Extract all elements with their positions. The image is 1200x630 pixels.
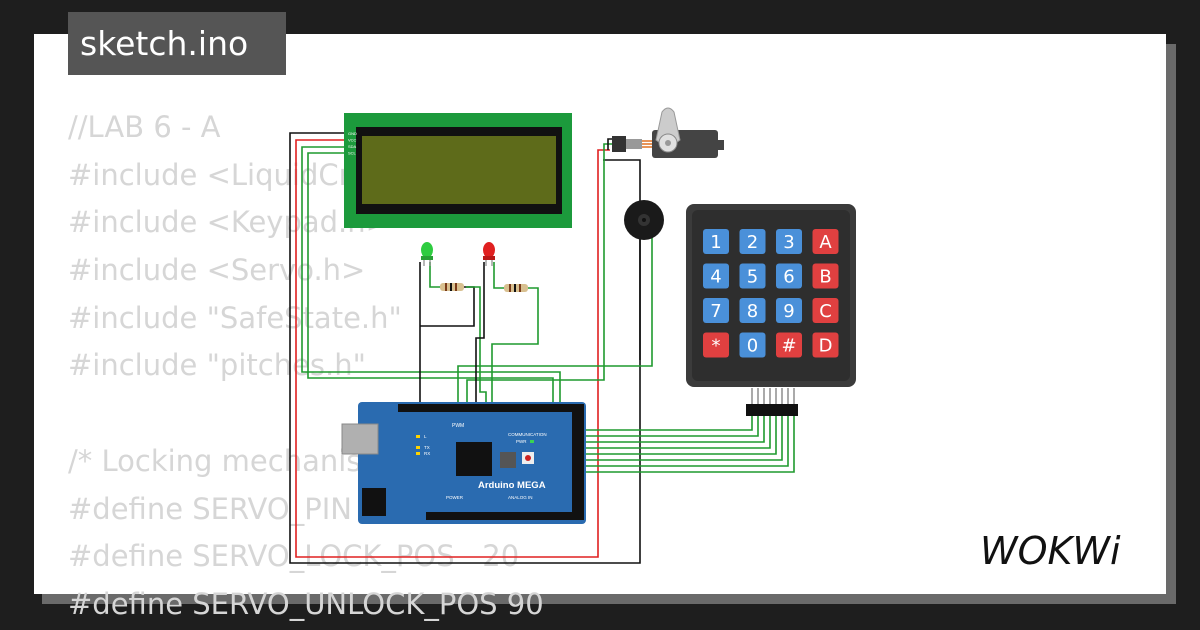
lcd-pin-scl: SCL (348, 151, 357, 156)
keypad-key-B[interactable]: B (812, 263, 839, 289)
wire-lcd-gnd (289, 132, 641, 564)
arduino-name-label: Arduino MEGA (478, 480, 546, 491)
svg-text:A: A (819, 232, 832, 253)
wire-lcd-vcc (295, 139, 610, 558)
keypad-4x4[interactable]: 1 2 3 A 4 5 6 B 7 8 9 C * 0 # D (686, 204, 856, 416)
led-tx-label: TX (424, 445, 430, 450)
wire-keypad-7 (586, 416, 789, 467)
svg-text:9: 9 (783, 301, 794, 322)
keypad-key-7[interactable]: 7 (703, 298, 729, 323)
wire-keypad-3 (586, 416, 765, 443)
svg-text:#: # (781, 336, 796, 357)
wire-keypad-6 (586, 416, 783, 461)
code-line: #define SERVO_PIN 6 (68, 491, 380, 526)
resistor-2[interactable] (504, 284, 528, 292)
code-line: #include <Servo.h> (68, 253, 366, 288)
analog-in-label: ANALOG IN (508, 495, 533, 500)
code-line: #define SERVO_LOCK_POS 20 (68, 539, 520, 574)
svg-text:3: 3 (783, 232, 794, 253)
wire-servo-gnd (607, 138, 612, 150)
keypad-key-4[interactable]: 4 (703, 263, 729, 289)
led-rx-label: RX (424, 451, 430, 456)
code-line: #define SERVO_UNLOCK_POS 90 (68, 586, 544, 621)
svg-text:4: 4 (710, 267, 721, 288)
led-red[interactable] (483, 242, 495, 266)
keypad-key-*[interactable]: * (703, 332, 729, 358)
wire-servo-signal (466, 143, 612, 404)
keypad-keys: 1 2 3 A 4 5 6 B 7 8 9 C * 0 # D (703, 229, 839, 358)
lcd-pin-gnd: GND (348, 131, 357, 136)
arduino-mega[interactable]: Arduino MEGA PWM COMMUNICATION POWER ANA… (341, 402, 586, 524)
pwr-label: PWR (516, 439, 527, 444)
wire-led-red-sig (491, 287, 539, 404)
wire-keypad-1 (586, 416, 753, 431)
code-line: #include "pitches.h" (68, 348, 366, 383)
buzzer[interactable] (624, 200, 664, 240)
svg-text:0: 0 (747, 336, 758, 357)
svg-text:5: 5 (747, 267, 758, 288)
wire-led-red-k (475, 262, 485, 404)
wire-keypad-2 (586, 416, 759, 437)
wire-led-red-res (493, 262, 504, 289)
keypad-key-8[interactable]: 8 (739, 298, 766, 323)
power-label: POWER (446, 495, 464, 500)
svg-text:7: 7 (710, 301, 721, 322)
wokwi-logo[interactable]: WOKWi (976, 526, 1152, 578)
svg-text:B: B (819, 267, 831, 288)
wires (289, 132, 795, 564)
keypad-key-5[interactable]: 5 (739, 263, 766, 289)
keypad-key-1[interactable]: 1 (703, 229, 729, 254)
wire-lcd-sda (301, 146, 561, 404)
wire-keypad-5 (586, 416, 777, 455)
lcd-pin-sda: SDA (348, 144, 357, 149)
wire-lcd-scl (307, 152, 554, 404)
svg-text:*: * (712, 336, 721, 357)
svg-text:D: D (819, 336, 833, 357)
wire-led-green-sig (466, 286, 487, 404)
keypad-key-9[interactable]: 9 (776, 298, 802, 323)
communication-label: COMMUNICATION (508, 432, 547, 437)
wire-keypad-8 (586, 416, 795, 473)
resistor-1[interactable] (440, 283, 464, 291)
sketch-filename-tag[interactable]: sketch.ino (68, 12, 286, 75)
code-line: #include "SafeState.h" (68, 300, 402, 335)
keypad-key-3[interactable]: 3 (776, 229, 802, 254)
svg-text:8: 8 (747, 301, 758, 322)
wire-led-green-res2 (420, 286, 475, 327)
wire-buzzer-1 (457, 236, 653, 404)
keypad-key-2[interactable]: 2 (739, 229, 766, 254)
svg-text:6: 6 (783, 267, 794, 288)
keypad-key-C[interactable]: C (812, 298, 839, 323)
led-l-label: L (424, 434, 427, 439)
code-line: //LAB 6 - A (68, 110, 221, 144)
project-card: //LAB 6 - A#include <LiquidCrystal_I2C.h… (34, 34, 1166, 621)
led-green[interactable] (421, 242, 433, 266)
keypad-key-D[interactable]: D (812, 332, 839, 358)
keypad-key-#[interactable]: # (776, 332, 802, 358)
keypad-pins (751, 388, 795, 404)
keypad-key-0[interactable]: 0 (739, 332, 766, 358)
keypad-key-A[interactable]: A (812, 229, 839, 254)
svg-text:2: 2 (747, 232, 758, 253)
wokwi-logo-text: WOKWi (980, 529, 1121, 573)
keypad-key-6[interactable]: 6 (776, 263, 802, 289)
servo-motor[interactable] (612, 107, 724, 158)
svg-text:C: C (819, 301, 832, 322)
wire-keypad-4 (586, 416, 771, 449)
pwm-label: PWM (452, 423, 464, 429)
svg-text:1: 1 (710, 232, 721, 253)
lcd-pin-vcc: VCC (348, 138, 357, 143)
wire-led-green-res (429, 262, 440, 288)
